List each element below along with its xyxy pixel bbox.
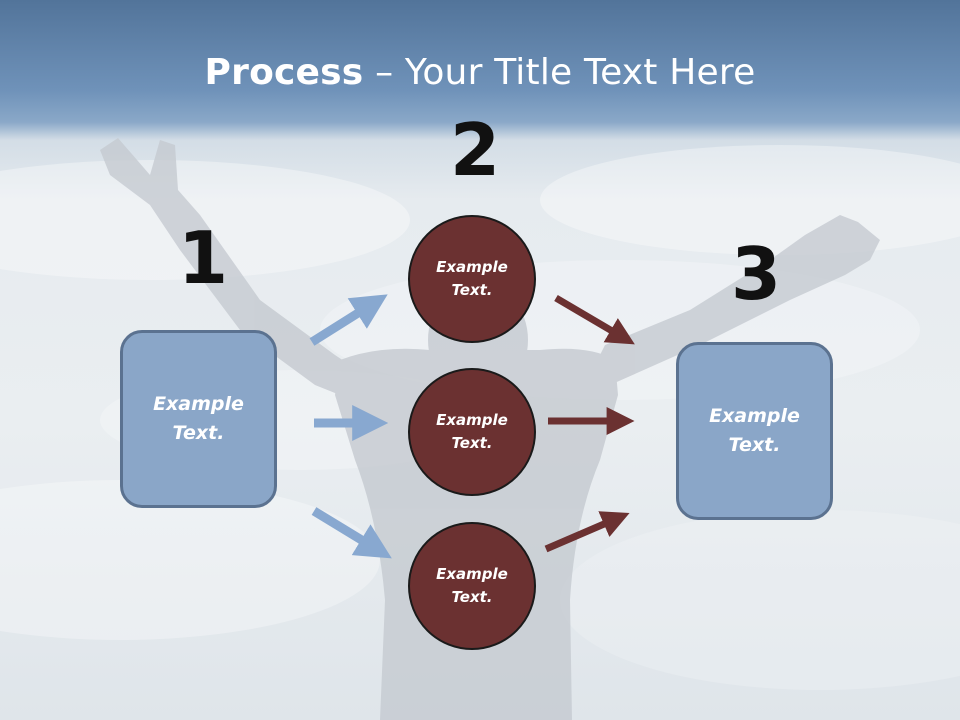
title-bold: Process (204, 52, 364, 93)
step-3-box[interactable]: Example Text. (676, 342, 833, 520)
step-1-box[interactable]: Example Text. (120, 330, 277, 508)
step-2-circle-middle[interactable]: Example Text. (408, 368, 536, 496)
step-2-circle-top[interactable]: Example Text. (408, 215, 536, 343)
arrow-red-down (554, 294, 635, 345)
arrow-red-up (544, 511, 630, 553)
slide-title: Process – Your Title Text Here (0, 52, 960, 93)
arrow-blue-down (311, 507, 392, 559)
circle-text-bottom: Example Text. (436, 565, 508, 606)
step-number-2: 2 (450, 108, 501, 192)
step-1-text: Example Text. (153, 393, 244, 444)
title-rest: – Your Title Text Here (363, 52, 756, 93)
arrow-blue-up (309, 294, 388, 346)
step-3-text: Example Text. (709, 405, 800, 456)
circle-text-top: Example Text. (436, 258, 508, 299)
step-number-1: 1 (178, 216, 229, 300)
step-number-3: 3 (731, 232, 782, 316)
circle-text-middle: Example Text. (436, 411, 508, 452)
step-2-circle-bottom[interactable]: Example Text. (408, 522, 536, 650)
